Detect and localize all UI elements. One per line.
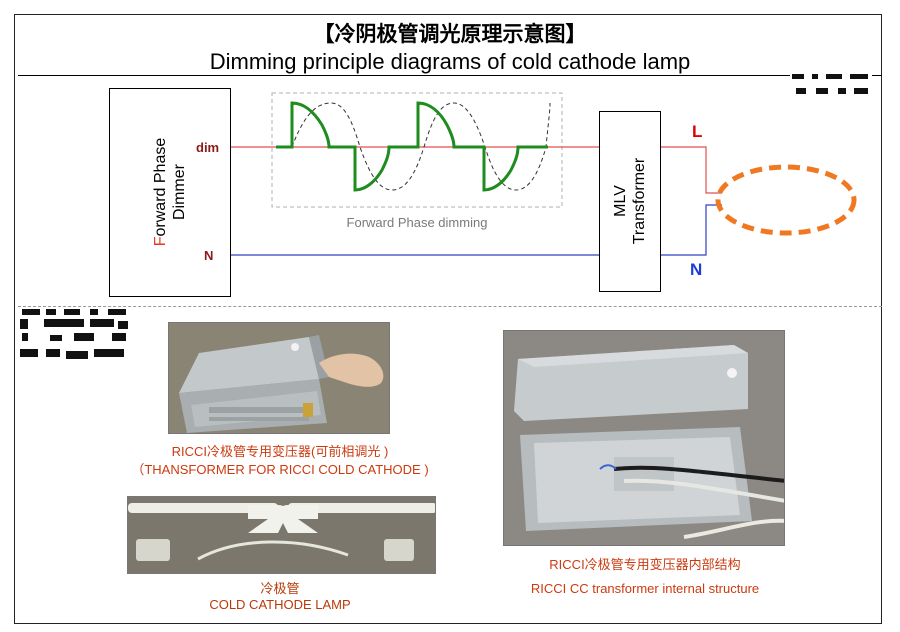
lamp-photo-caption-en: COLD CATHODE LAMP [209,597,351,612]
waveform-frame [271,92,563,208]
lamp-photo [127,496,436,574]
transformer-label: MLV Transformer [612,157,648,245]
page-title-cn: 【冷阴极管调光原理示意图】 [313,22,587,46]
title-rule [18,75,882,76]
internal-structure-photo-illustration [504,331,784,545]
transformer-photo-caption-cn: RICCI冷极管专用变压器(可前相调光 ) [171,444,389,459]
forward-phase-dimmer-box [109,88,231,297]
waveform-caption: Forward Phase dimming [346,215,488,230]
internal-photo-caption-cn: RICCI冷极管专用变压器内部结构 [549,557,741,572]
lamp-photo-caption-cn: 冷极管 [260,581,300,596]
dimmed-waveform [276,101,548,192]
lamp-photo-illustration [128,497,435,573]
transformer-photo-caption-en: （THANSFORMER FOR RICCI COLD CATHODE ) [131,462,429,477]
mlv-transformer-box [599,111,661,292]
page-title-en: Dimming principle diagrams of cold catho… [209,49,691,74]
live-output-wire [661,146,722,194]
page-frame [14,14,882,624]
internal-photo-caption-en: RICCI CC transformer internal structure [530,581,760,596]
circuit-diagram [231,92,857,256]
transformer-photo [168,322,390,434]
scan-artifact-top [790,72,872,98]
live-output-label: L [692,122,703,141]
neutral-wire-label: N [204,248,214,263]
dim-wire-label: dim [196,140,220,155]
internal-structure-photo [503,330,785,546]
scan-artifact [20,307,132,361]
neutral-output-label: N [690,260,703,279]
section-divider [18,306,882,307]
dimmer-label: Forward Phase Dimmer [152,137,188,247]
reference-sine [291,102,551,191]
neutral-output-wire [661,204,722,256]
transformer-photo-illustration [169,323,389,433]
lamp-ring [715,164,857,236]
